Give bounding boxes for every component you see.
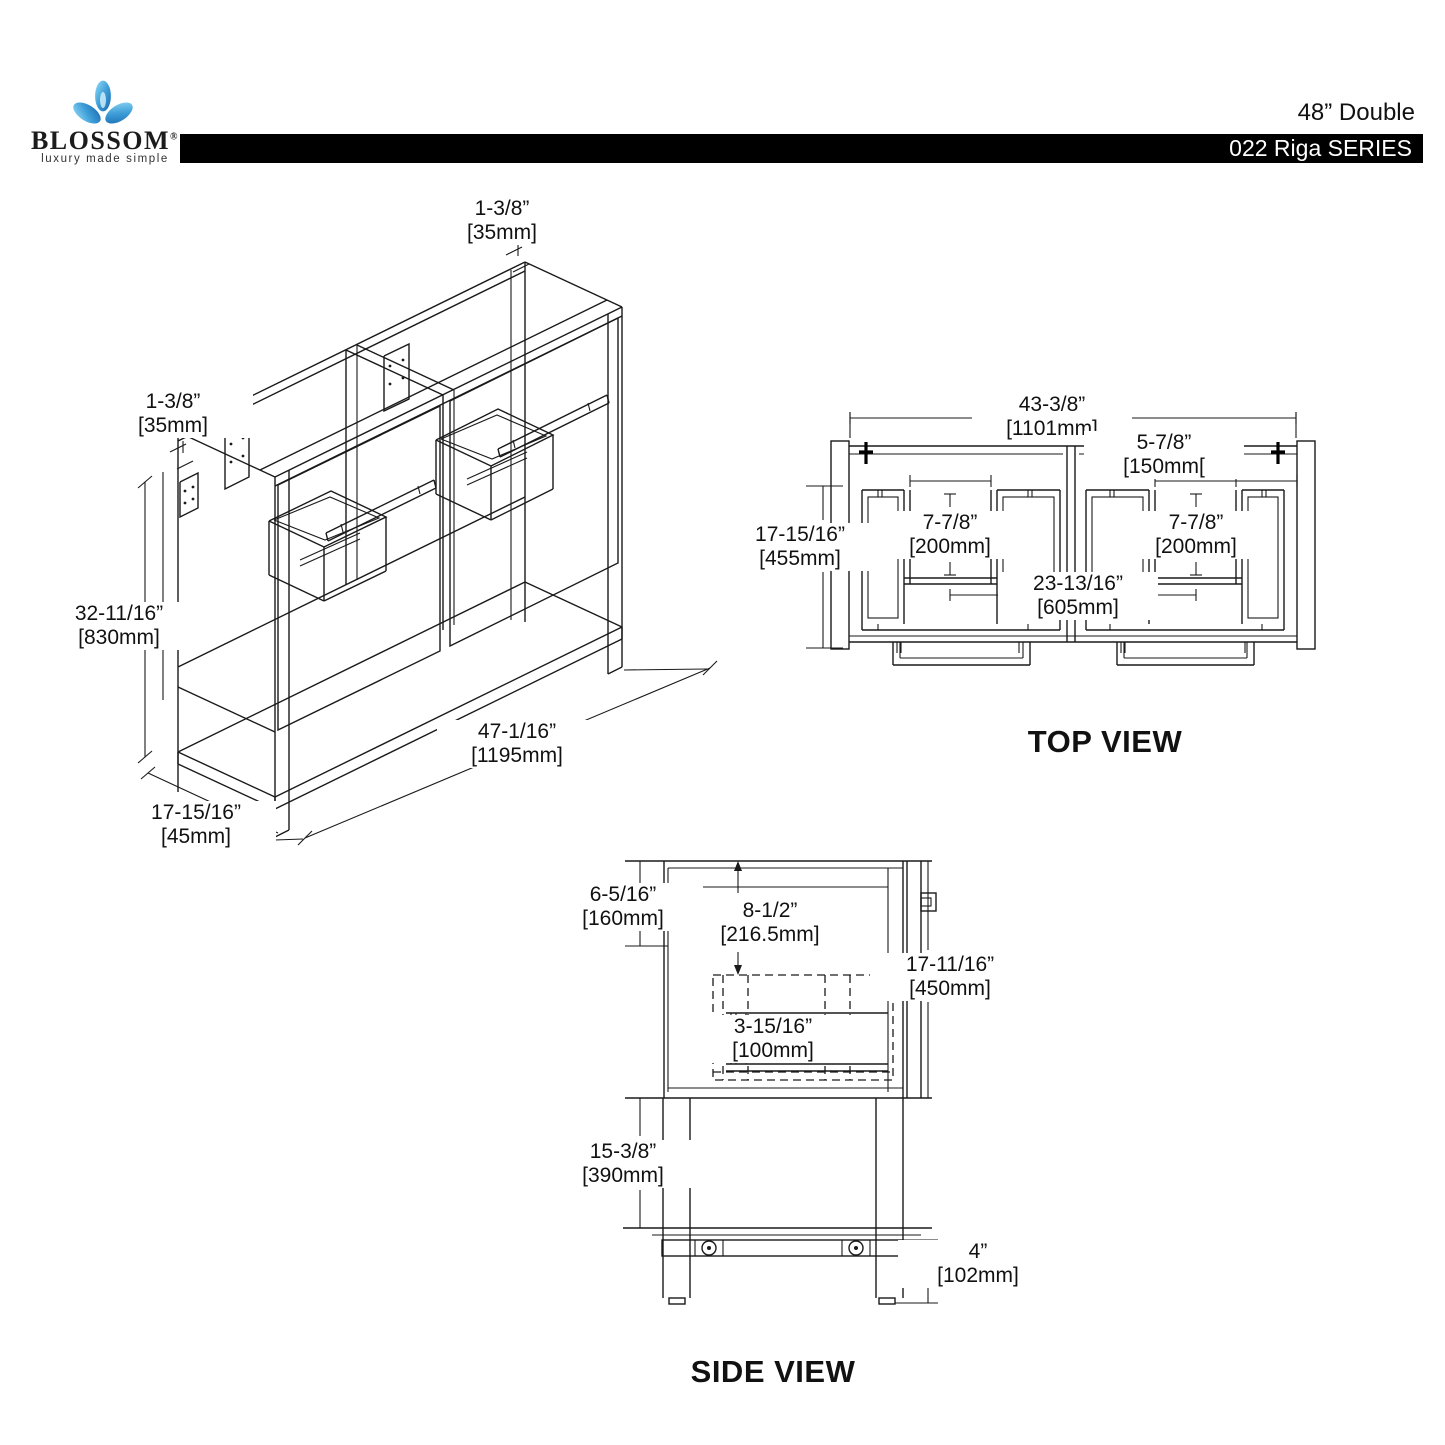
dim-side-shelf-gap: 3-15/16” [100mm] [693,1015,853,1063]
top-view-label: TOP VIEW [1027,724,1183,759]
door-handle-right [497,394,610,458]
brand-logo-text: BLOSSOM® [30,126,180,155]
dim-iso-width: 47-1/16” [1195mm] [437,720,597,768]
mounting-bracket-icon [179,471,199,519]
dim-side-body-height: 17-11/16” [450mm] [870,953,1030,1001]
dim-side-leg-section: 15-3/8” [390mm] [543,1140,703,1188]
dim-top-center-span: 23-13/16” [605mm] [998,572,1158,620]
mounting-bracket-icon [383,342,410,413]
dim-iso-top-thickness: 1-3/8” [35mm] [422,197,582,245]
dim-top-overall-width: 43-3/8” [1101mm] [972,393,1132,441]
screw-clip-icon [859,442,873,464]
isometric-view-drawing [137,243,718,846]
dim-side-top-to-box: 8-1/2” [216.5mm] [690,899,850,947]
dim-top-side-offset: 5-7/8” [150mm[ [1084,431,1244,479]
screw-clip-icon [1271,442,1285,464]
dim-iso-left-thickness: 1-3/8” [35mm] [93,390,253,438]
product-title: 48” Double [1297,99,1415,126]
brand-tagline: luxury made simple [41,153,169,165]
dim-side-bracket-drop: 6-5/16” [160mm] [543,883,703,931]
dim-top-left-cutout: 7-7/8” [200mm] [870,511,1030,559]
blossom-logo-icon [72,79,134,125]
door-handle-left [325,479,437,542]
side-view-label: SIDE VIEW [690,1354,856,1389]
leveler-foot-icon [701,1240,864,1256]
dim-side-base-height: 4” [102mm] [898,1240,1058,1288]
series-title: 022 Riga SERIES [1229,135,1412,161]
dim-top-depth: 17-15/16” [455mm] [720,523,880,571]
dim-iso-depth: 17-15/16” [45mm] [116,801,276,849]
series-bar: 022 Riga SERIES [180,134,1423,163]
registered-mark: ® [170,131,180,143]
dim-iso-height: 32-11/16” [830mm] [39,602,199,650]
dim-top-right-cutout: 7-7/8” [200mm] [1116,511,1276,559]
